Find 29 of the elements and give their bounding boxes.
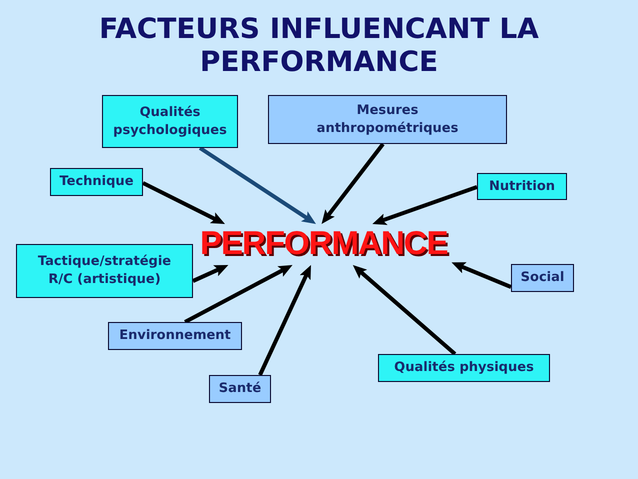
factor-label: Tactique/stratégie R/C (artistique) [36,253,172,289]
factor-label: Santé [218,380,262,398]
factor-box [50,168,143,196]
arrow [198,146,318,226]
arrow [258,264,313,376]
factor-label: Technique [60,173,134,191]
factor-box [16,244,193,298]
factor-label: Qualités physiques [394,359,534,377]
factor-label: Mesures anthropométriques [316,102,460,138]
factor-box [477,173,567,200]
factor-label: Qualités psychologiques [113,104,227,140]
factor-box [108,322,242,350]
factor-box [511,264,574,292]
factor-label: Nutrition [488,178,556,196]
factor-box [378,354,550,382]
slide-title: FACTEURS INFLUENCANT LA PERFORMANCE [98,12,540,78]
arrow [192,263,230,283]
factor-label: Environnement [119,327,231,345]
arrow [372,185,478,226]
central-title-text: PERFORMANCE [196,224,452,265]
factor-label: Social [520,269,564,287]
factor-box [209,375,271,403]
factor-box [102,95,238,148]
arrow [142,181,226,226]
arrow [352,264,456,356]
factor-box [268,95,507,144]
arrow [184,263,294,324]
arrow [320,142,385,226]
arrow [450,260,512,289]
